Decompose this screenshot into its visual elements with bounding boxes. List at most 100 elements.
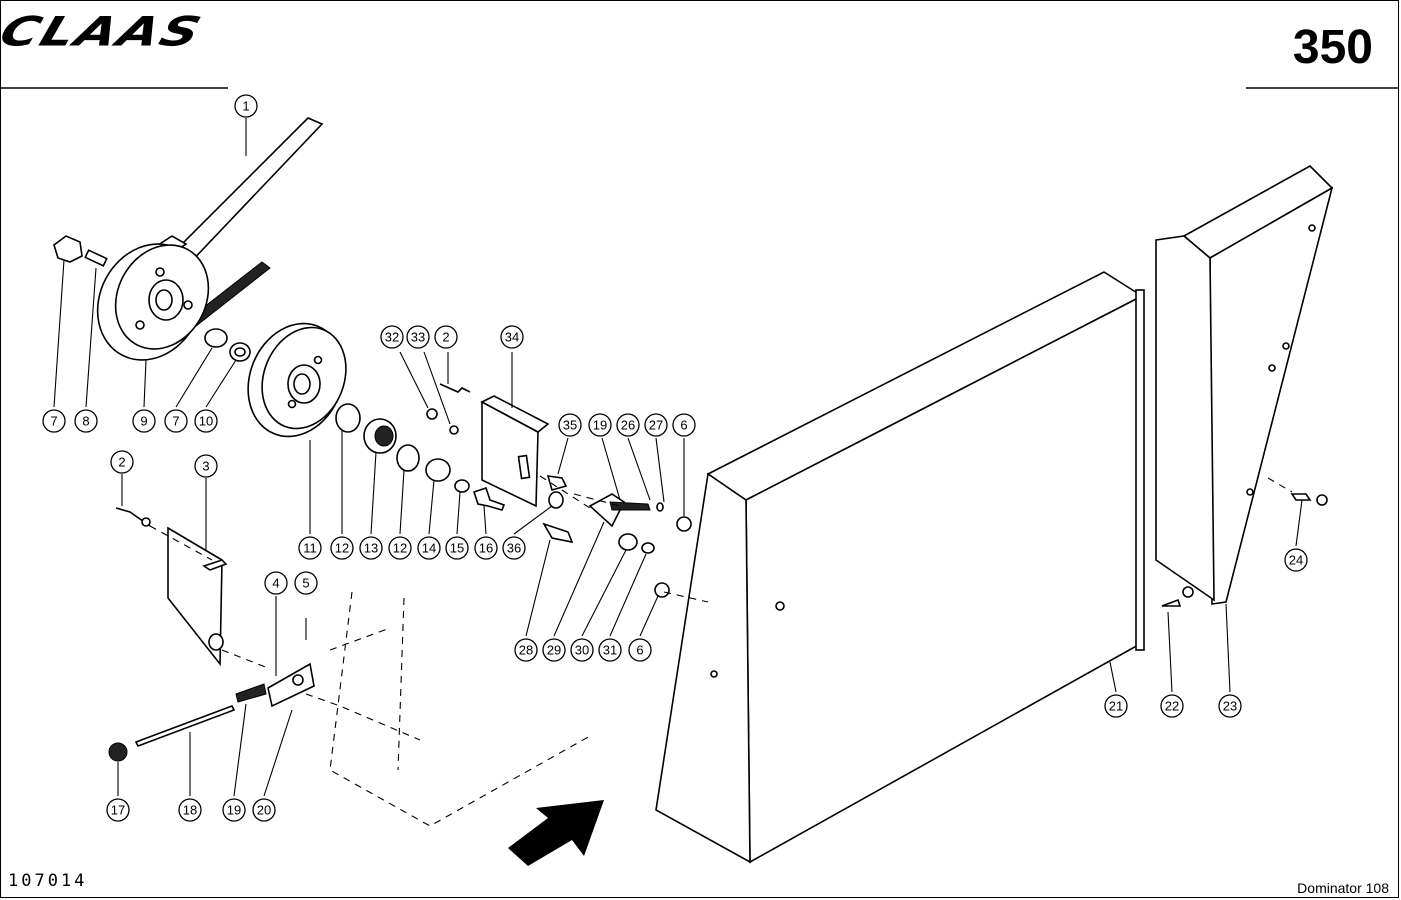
drive-pulley	[96, 243, 210, 361]
assembly-center-lines	[149, 475, 1293, 827]
callout-32: 32	[380, 325, 404, 349]
svg-text:6: 6	[680, 418, 687, 433]
callout-12-first: 12	[330, 536, 354, 560]
side-panel	[1155, 165, 1334, 607]
svg-text:34: 34	[505, 330, 519, 345]
callout-23: 23	[1218, 694, 1242, 718]
callout-2-cover: 2	[110, 450, 134, 474]
svg-text:36: 36	[507, 541, 521, 556]
callout-22: 22	[1160, 694, 1184, 718]
svg-text:22: 22	[1165, 699, 1179, 714]
svg-text:19: 19	[593, 418, 607, 433]
svg-text:13: 13	[364, 541, 378, 556]
svg-text:2: 2	[442, 330, 449, 345]
grain-tank-housing	[655, 271, 1145, 864]
callout-33: 33	[406, 325, 430, 349]
tension-lever	[542, 493, 692, 598]
callout-28: 28	[514, 638, 538, 662]
svg-text:9: 9	[140, 414, 147, 429]
svg-text:26: 26	[621, 418, 635, 433]
svg-text:16: 16	[479, 541, 493, 556]
svg-text:21: 21	[1109, 699, 1123, 714]
callout-12-second: 12	[388, 536, 412, 560]
callout-29: 29	[542, 638, 566, 662]
svg-text:15: 15	[450, 541, 464, 556]
callout-35: 35	[558, 413, 582, 437]
svg-text:3: 3	[202, 459, 209, 474]
svg-text:7: 7	[50, 414, 57, 429]
callout-27: 27	[644, 413, 668, 437]
svg-text:7: 7	[172, 414, 179, 429]
svg-text:18: 18	[183, 803, 197, 818]
brand-logo: CLAAS	[0, 8, 209, 56]
svg-text:6: 6	[636, 643, 643, 658]
callout-14: 14	[417, 536, 441, 560]
latch-bracket	[108, 618, 315, 762]
callout-19-lever: 19	[588, 413, 612, 437]
callout-21: 21	[1104, 694, 1128, 718]
bearing-stack	[335, 403, 506, 511]
nut-and-key	[53, 235, 108, 267]
callout-7-nut: 7	[42, 409, 66, 433]
svg-text:12: 12	[335, 541, 349, 556]
callout-36: 36	[502, 536, 526, 560]
callout-4: 4	[264, 571, 288, 595]
svg-text:8: 8	[82, 414, 89, 429]
svg-text:14: 14	[422, 541, 436, 556]
svg-text:33: 33	[411, 330, 425, 345]
svg-text:27: 27	[649, 418, 663, 433]
svg-text:24: 24	[1289, 553, 1303, 568]
callout-3: 3	[194, 454, 218, 478]
svg-text:20: 20	[257, 803, 271, 818]
callout-2-bracket: 2	[434, 325, 458, 349]
svg-text:29: 29	[547, 643, 561, 658]
callout-6-upper: 6	[672, 413, 696, 437]
svg-text:28: 28	[519, 643, 533, 658]
callout-31: 31	[598, 638, 622, 662]
page-number: 350	[1292, 21, 1373, 74]
svg-text:2: 2	[118, 455, 125, 470]
svg-text:4: 4	[272, 576, 279, 591]
callout-6-lower: 6	[628, 638, 652, 662]
svg-text:30: 30	[575, 643, 589, 658]
svg-text:1: 1	[242, 99, 249, 114]
spacer-and-washer	[204, 328, 251, 362]
tension-pulley	[247, 322, 347, 438]
svg-text:31: 31	[603, 643, 617, 658]
mounting-bracket	[426, 383, 568, 509]
callout-11: 11	[298, 536, 322, 560]
side-cover-plate	[115, 507, 228, 667]
svg-text:23: 23	[1223, 699, 1237, 714]
svg-text:5: 5	[302, 576, 309, 591]
drawing-code: 107014	[8, 871, 88, 891]
svg-text:19: 19	[227, 803, 241, 818]
callout-15: 15	[445, 536, 469, 560]
svg-text:17: 17	[111, 803, 125, 818]
callout-18: 18	[178, 798, 202, 822]
callout-leaders	[53, 259, 1303, 797]
callout-16: 16	[474, 536, 498, 560]
callout-8: 8	[74, 409, 98, 433]
svg-text:11: 11	[303, 541, 317, 556]
callout-5: 5	[294, 571, 318, 595]
callout-17: 17	[106, 798, 130, 822]
svg-text:10: 10	[199, 414, 213, 429]
callout-26: 26	[616, 413, 640, 437]
svg-text:35: 35	[563, 418, 577, 433]
callout-20: 20	[252, 798, 276, 822]
callout-24: 24	[1284, 548, 1308, 572]
direction-arrow	[508, 800, 604, 866]
callout-9: 9	[132, 409, 156, 433]
callout-19-spring: 19	[222, 798, 246, 822]
callout-34: 34	[500, 325, 524, 349]
svg-text:32: 32	[385, 330, 399, 345]
svg-text:12: 12	[393, 541, 407, 556]
callout-1: 1	[234, 94, 258, 118]
callout-13: 13	[359, 536, 383, 560]
callout-10: 10	[194, 409, 218, 433]
callout-30: 30	[570, 638, 594, 662]
callout-7-spacer: 7	[164, 409, 188, 433]
